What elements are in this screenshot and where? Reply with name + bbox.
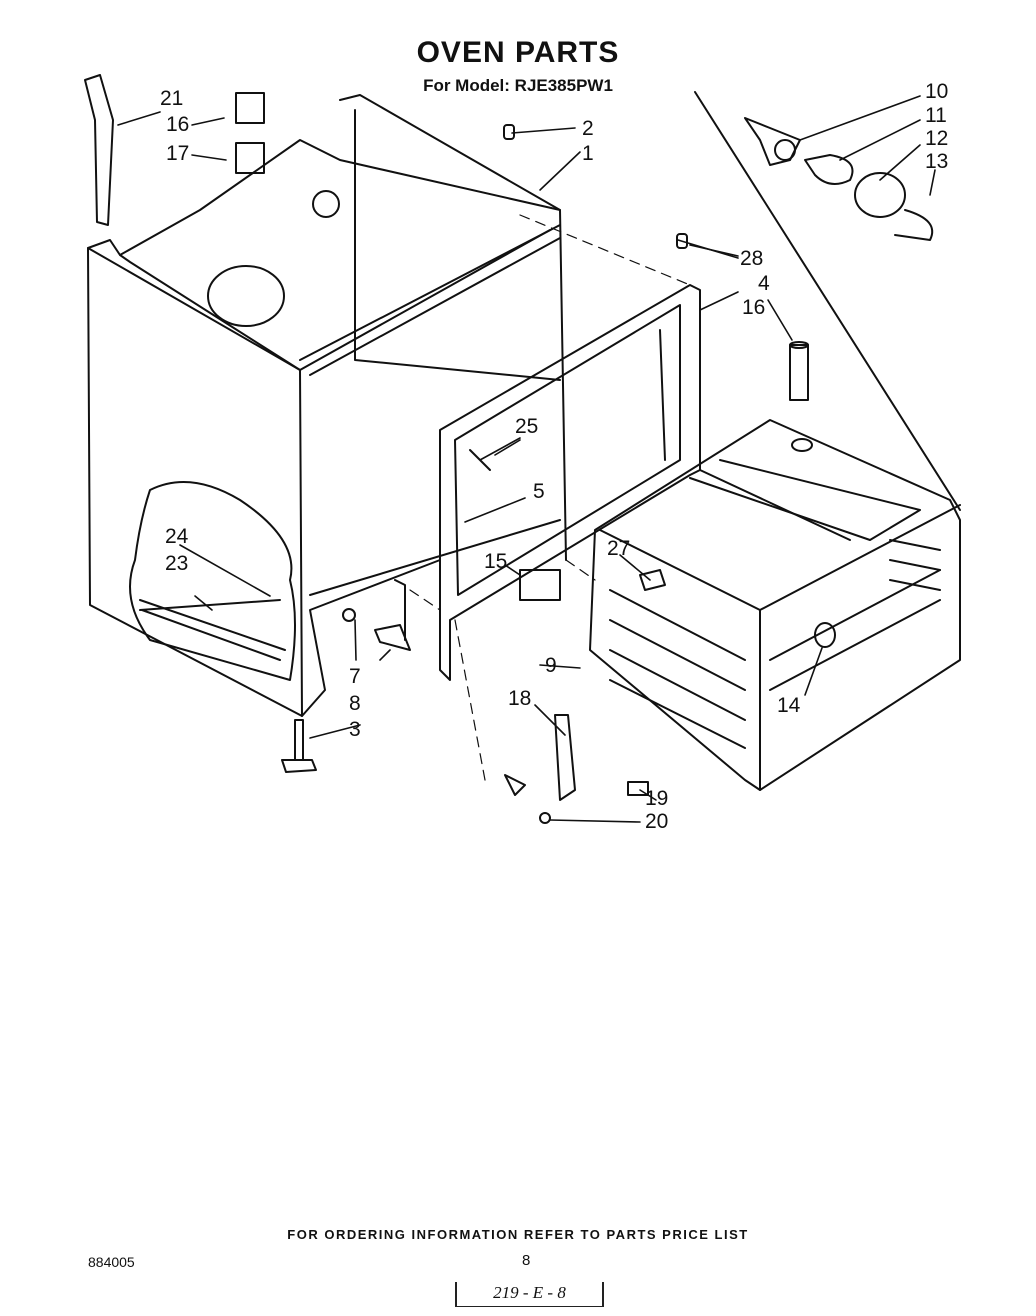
cabinet-body <box>87 94 567 717</box>
callout-12: 12 <box>925 127 948 150</box>
callout-10: 10 <box>925 80 948 103</box>
callout-28: 28 <box>740 247 763 270</box>
page-title: OVEN PARTS <box>416 36 620 69</box>
callout-16: 16 <box>742 296 765 319</box>
callout-15: 15 <box>484 550 507 573</box>
ordering-note: FOR ORDERING INFORMATION REFER TO PARTS … <box>287 1227 749 1242</box>
small-parts <box>84 74 813 824</box>
callout-13: 13 <box>925 150 948 173</box>
callout-7: 7 <box>349 665 361 688</box>
handwritten-stamp: 219 - E - 8 <box>455 1282 604 1307</box>
callout-2: 2 <box>582 117 594 140</box>
model-subtitle: For Model: RJE385PW1 <box>423 76 613 95</box>
callout-25: 25 <box>515 415 538 438</box>
assembly-lines <box>409 214 691 781</box>
callout-4: 4 <box>758 272 770 295</box>
callout-22: 23 <box>165 552 188 575</box>
callout-23: 24 <box>165 525 189 548</box>
callout-18: 17 <box>166 142 189 165</box>
front-frame <box>439 284 701 681</box>
callout-3: 3 <box>349 718 361 741</box>
light-assembly <box>694 91 961 511</box>
callout-8: 8 <box>349 692 361 715</box>
oven-liner <box>589 419 961 791</box>
callout-14: 14 <box>777 694 801 717</box>
callout-1: 1 <box>582 142 594 165</box>
callout-17: 16 <box>166 113 189 136</box>
callout-9: 9 <box>545 654 557 677</box>
callout-24: 21 <box>160 87 183 110</box>
page-number: 8 <box>522 1252 531 1269</box>
callout-20: 19 <box>645 787 668 810</box>
callout-27: 27 <box>607 537 630 560</box>
callout-5: 5 <box>533 480 545 503</box>
leader-lines <box>117 95 936 823</box>
callout-21: 20 <box>645 810 668 833</box>
callout-11: 11 <box>925 104 947 127</box>
callout-labels: 21 16 17 2 1 10 11 12 13 28 4 16 25 5 24… <box>160 80 948 833</box>
callout-19: 18 <box>508 687 531 710</box>
document-number: 884005 <box>88 1254 135 1270</box>
